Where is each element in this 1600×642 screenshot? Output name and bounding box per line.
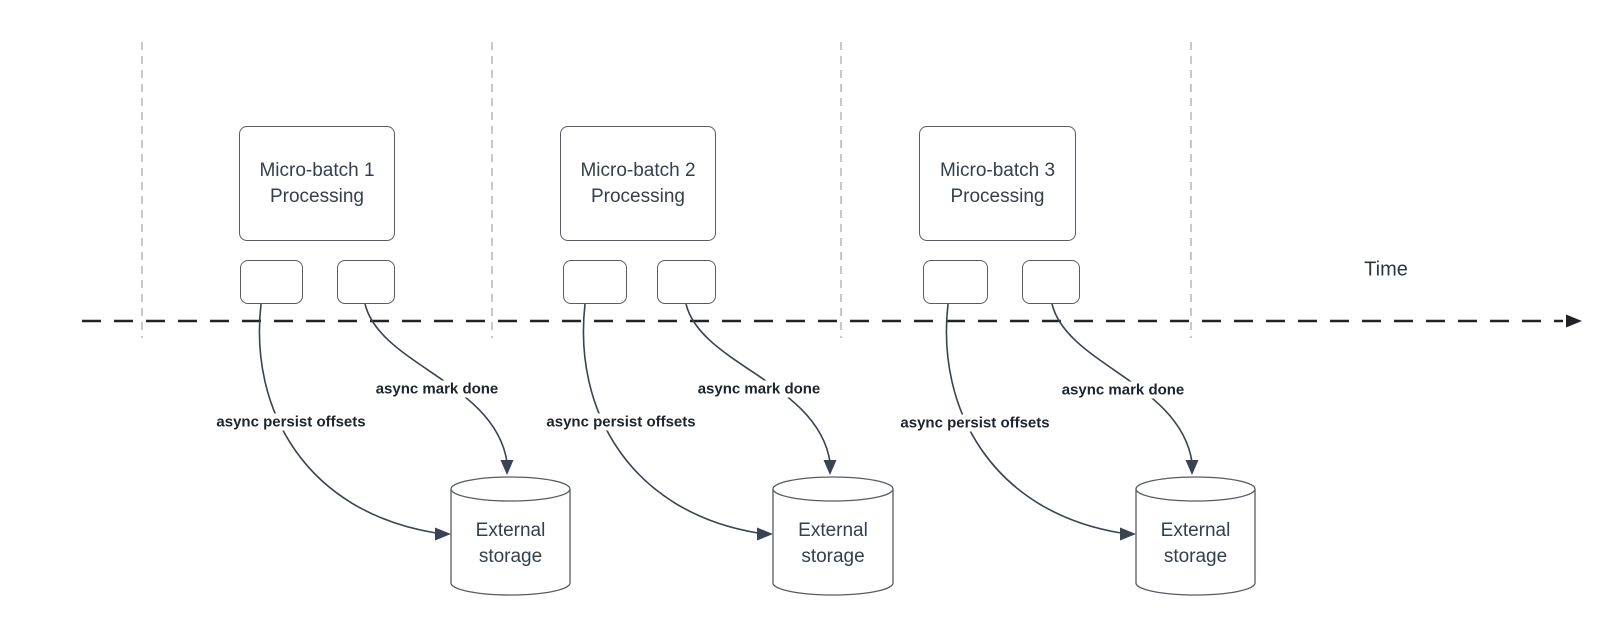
external-storage-cylinder-body-3 xyxy=(1135,489,1256,596)
async-mark-done-arrow-1 xyxy=(364,303,508,463)
mark-done-box-1 xyxy=(337,260,395,304)
external-storage-cylinder-top-2 xyxy=(772,476,894,502)
external-storage-3-line1: External xyxy=(1160,520,1231,541)
time-axis-label: Time xyxy=(1364,258,1408,281)
microbatch-2-processing-box: Micro-batch 2 Processing xyxy=(560,126,716,241)
microbatch-1-title: Micro-batch 1 Processing xyxy=(259,158,374,210)
external-storage-label-1: External storage xyxy=(451,518,570,570)
external-storage-cylinder-top-1 xyxy=(450,476,571,502)
async-mark-done-label-1: async mark done xyxy=(373,380,501,398)
mark-done-box-3 xyxy=(1022,260,1080,304)
async-persist-offsets-arrowhead-icon-1 xyxy=(435,527,451,541)
async-mark-done-arrowhead-icon-3 xyxy=(1185,460,1199,475)
async-persist-offsets-arrowhead-icon-2 xyxy=(757,527,773,541)
external-storage-label-2: External storage xyxy=(773,518,893,570)
async-persist-offsets-arrow-3 xyxy=(945,303,1122,534)
external-storage-2-line2: storage xyxy=(801,546,865,567)
async-mark-done-label-3: async mark done xyxy=(1059,381,1187,399)
async-mark-done-arrow-3 xyxy=(1051,303,1193,463)
microbatch-2-title-line2: Processing xyxy=(590,185,685,207)
async-persist-offsets-arrow-2 xyxy=(582,303,759,534)
external-storage-cylinder-body-2 xyxy=(772,489,894,596)
async-mark-done-label-2: async mark done xyxy=(695,380,823,398)
microbatch-1-processing-box: Micro-batch 1 Processing xyxy=(239,126,395,241)
external-storage-2-line1: External xyxy=(798,520,868,541)
async-mark-done-arrowhead-icon-2 xyxy=(823,460,837,475)
async-persist-offsets-label-1: async persist offsets xyxy=(214,413,368,431)
async-persist-offsets-arrowhead-icon-3 xyxy=(1120,527,1136,541)
microbatch-1-title-line1: Micro-batch 1 xyxy=(259,159,375,181)
time-axis-arrowhead-icon xyxy=(1566,314,1582,328)
async-persist-offsets-label-2: async persist offsets xyxy=(544,413,698,431)
microbatch-1-title-line2: Processing xyxy=(269,185,364,207)
microbatch-3-processing-box: Micro-batch 3 Processing xyxy=(919,126,1076,241)
external-storage-1-line1: External xyxy=(475,520,546,541)
external-storage-1-line2: storage xyxy=(478,546,543,567)
offset-commit-box-2 xyxy=(563,260,627,304)
async-mark-done-arrow-2 xyxy=(685,303,831,463)
offset-commit-box-1 xyxy=(240,260,303,304)
external-storage-label-3: External storage xyxy=(1136,518,1255,570)
async-persist-offsets-label-3: async persist offsets xyxy=(898,414,1052,432)
offset-commit-box-3 xyxy=(923,260,988,304)
microbatch-2-title: Micro-batch 2 Processing xyxy=(580,158,695,210)
external-storage-3-line2: storage xyxy=(1163,546,1228,567)
microbatch-3-title-line2: Processing xyxy=(950,185,1045,207)
microbatch-2-title-line1: Micro-batch 2 xyxy=(580,159,696,181)
async-persist-offsets-arrow-1 xyxy=(258,303,437,534)
microbatch-3-title-line1: Micro-batch 3 xyxy=(939,159,1056,181)
external-storage-cylinder-top-3 xyxy=(1135,476,1256,502)
async-mark-done-arrowhead-icon-1 xyxy=(500,460,514,475)
mark-done-box-2 xyxy=(657,260,716,304)
microbatch-3-title: Micro-batch 3 Processing xyxy=(940,158,1055,210)
external-storage-cylinder-body-1 xyxy=(450,489,571,596)
